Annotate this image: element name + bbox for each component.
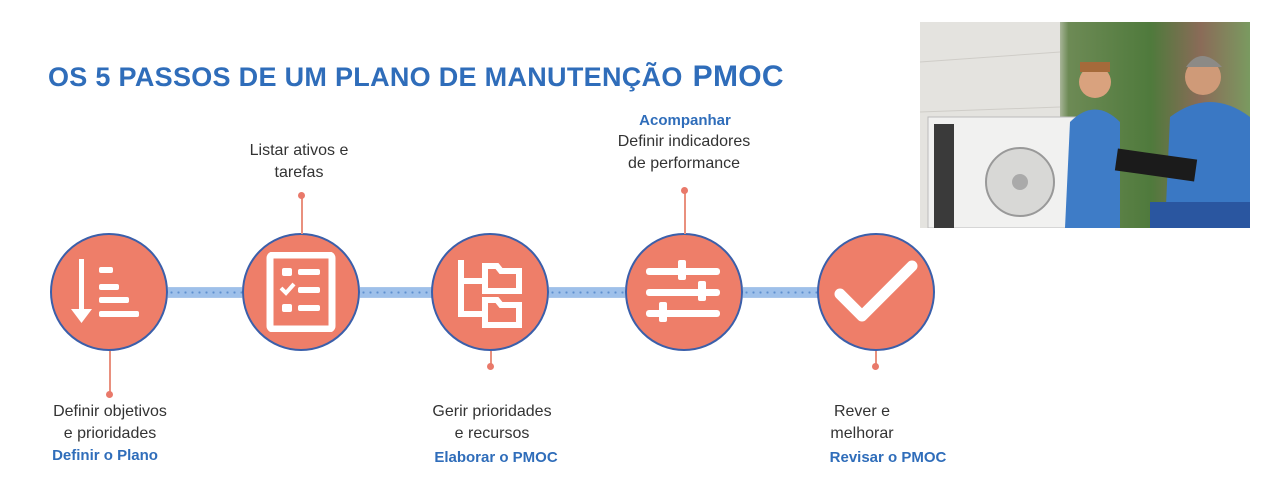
step-1-dot (106, 391, 113, 398)
step-2-circle (242, 233, 360, 351)
step-3-title: Elaborar o PMOC (434, 449, 558, 466)
step-5-description: Rever e melhorar (830, 401, 893, 445)
step-3-description: Gerir prioridades e recursos (432, 401, 551, 445)
desc-line: e prioridades (63, 425, 157, 442)
desc-line: Definir objetivos (53, 403, 167, 420)
technicians-illustration (920, 22, 1250, 228)
step-1-title: Definir o Plano (52, 447, 158, 464)
step-5-title: Revisar o PMOC (829, 449, 947, 466)
step-5-dot (872, 363, 879, 370)
title-text: OS 5 PASSOS DE UM PLANO DE MANUTENÇÃO (48, 62, 683, 92)
step-3-stem (490, 351, 492, 365)
title-brand: PMOC (692, 60, 784, 93)
step-2-stem (301, 196, 303, 234)
connector-line (360, 287, 432, 298)
desc-line: Definir indicadores (617, 133, 751, 150)
technicians-photo (920, 22, 1250, 228)
step-1-stem (109, 351, 111, 393)
desc-line: de performance (627, 155, 741, 172)
desc-line: e recursos (454, 425, 530, 442)
desc-line: tarefas (274, 164, 324, 181)
step-4-description: Definir indicadores de performance (618, 131, 751, 175)
step-3-dot (487, 363, 494, 370)
checkmark-icon (834, 260, 918, 322)
step-1-circle (50, 233, 168, 351)
desc-line: Listar ativos e (249, 142, 349, 159)
desc-line: Rever e (833, 403, 891, 420)
step-4-circle (625, 233, 743, 351)
connector-line (168, 287, 242, 298)
step-1-description: Definir objetivos e prioridades (53, 401, 167, 445)
page-title: OS 5 PASSOS DE UM PLANO DE MANUTENÇÃO PMO… (48, 60, 784, 94)
step-4-title: Acompanhar (639, 112, 731, 129)
checklist-icon (266, 252, 336, 332)
step-5-stem (875, 351, 877, 365)
connector-line (549, 287, 625, 298)
connector-line (743, 287, 818, 298)
step-2-dot (298, 192, 305, 199)
step-5-circle (817, 233, 935, 351)
sort-descending-icon (71, 259, 139, 323)
step-4-dot (681, 187, 688, 194)
step-3-circle (431, 233, 549, 351)
desc-line: Gerir prioridades (432, 403, 552, 420)
sliders-icon (646, 260, 720, 322)
step-2-description: Listar ativos e tarefas (250, 140, 349, 184)
desc-line: melhorar (830, 425, 894, 442)
folder-tree-icon (458, 260, 522, 328)
step-4-stem (684, 192, 686, 234)
